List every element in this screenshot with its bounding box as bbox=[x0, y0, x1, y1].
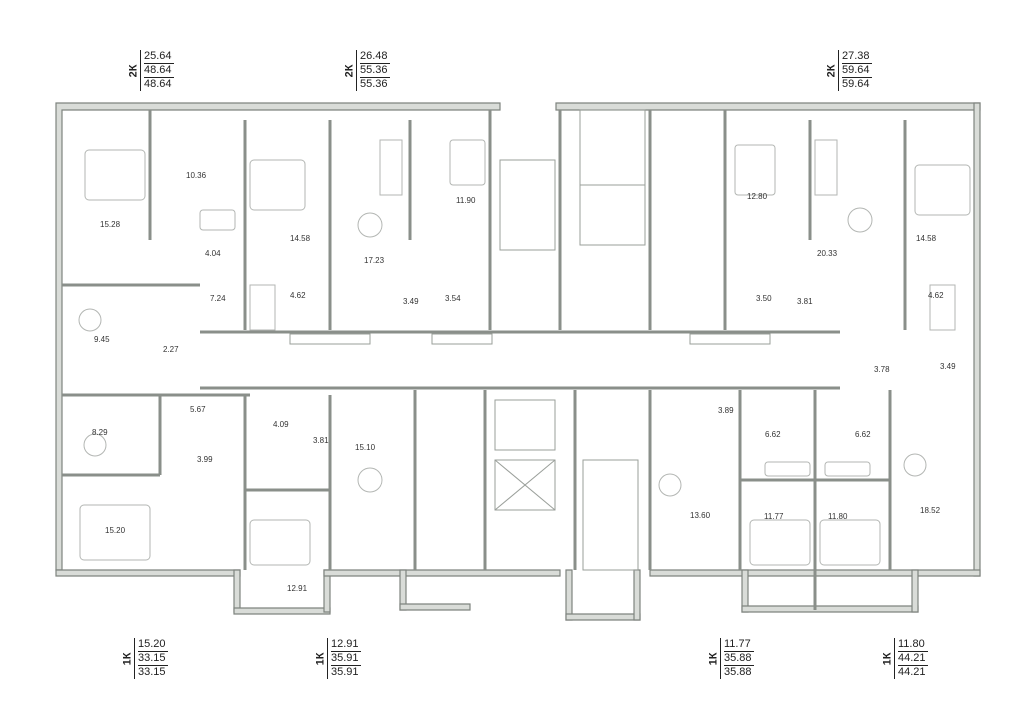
living-area: 27.38 bbox=[842, 50, 872, 64]
room-area: 11.80 bbox=[828, 512, 848, 521]
living-area: 25.64 bbox=[144, 50, 174, 64]
total-area-with-balcony: 59.64 bbox=[842, 78, 870, 90]
apartment-badge: 2К 26.48 55.36 55.36 bbox=[342, 50, 390, 91]
apartment-badge: 2К 27.38 59.64 59.64 bbox=[824, 50, 872, 91]
room-area: 3.89 bbox=[718, 406, 734, 415]
total-area-with-balcony: 44.21 bbox=[898, 666, 926, 678]
room-area: 4.04 bbox=[205, 249, 221, 258]
living-area: 12.91 bbox=[331, 638, 361, 652]
total-area: 35.88 bbox=[724, 652, 754, 666]
apartment-areas: 11.80 44.21 44.21 bbox=[895, 638, 928, 679]
room-area: 6.62 bbox=[855, 430, 871, 439]
apartment-badge: 1К 12.91 35.91 35.91 bbox=[313, 638, 361, 679]
apartment-areas: 25.64 48.64 48.64 bbox=[141, 50, 174, 91]
total-area-with-balcony: 35.88 bbox=[724, 666, 752, 678]
total-area-with-balcony: 33.15 bbox=[138, 666, 166, 678]
corridor-walls bbox=[200, 330, 840, 390]
apartment-areas: 12.91 35.91 35.91 bbox=[328, 638, 361, 679]
apartment-type: 1К bbox=[706, 638, 721, 679]
room-area: 3.49 bbox=[940, 362, 956, 371]
total-area-with-balcony: 35.91 bbox=[331, 666, 359, 678]
living-area: 26.48 bbox=[360, 50, 390, 64]
furniture bbox=[78, 139, 971, 566]
apartment-type: 2К bbox=[126, 50, 141, 91]
room-area: 13.60 bbox=[690, 511, 711, 520]
room-area: 3.81 bbox=[313, 436, 329, 445]
room-area: 3.54 bbox=[445, 294, 461, 303]
total-area: 55.36 bbox=[360, 64, 390, 78]
room-area: 5.67 bbox=[190, 405, 206, 414]
room-area: 9.45 bbox=[94, 335, 110, 344]
apartment-type: 2К bbox=[342, 50, 357, 91]
room-area: 12.80 bbox=[747, 192, 768, 201]
room-area: 11.77 bbox=[764, 512, 784, 521]
apartment-type: 1К bbox=[313, 638, 328, 679]
room-area: 4.09 bbox=[273, 420, 289, 429]
apartment-type: 2К bbox=[824, 50, 839, 91]
apartment-type: 1К bbox=[120, 638, 135, 679]
building-outline bbox=[55, 102, 981, 621]
total-area-with-balcony: 48.64 bbox=[144, 78, 172, 90]
apartment-type: 1К bbox=[880, 638, 895, 679]
room-area: 2.27 bbox=[163, 345, 179, 354]
total-area: 48.64 bbox=[144, 64, 174, 78]
room-area: 14.58 bbox=[916, 234, 937, 243]
room-area: 18.52 bbox=[920, 506, 941, 515]
room-area: 3.99 bbox=[197, 455, 213, 464]
room-area: 6.62 bbox=[765, 430, 781, 439]
room-area: 3.50 bbox=[756, 294, 772, 303]
living-area: 11.80 bbox=[898, 638, 928, 652]
room-area: 3.49 bbox=[403, 297, 419, 306]
apartment-badge: 2К 25.64 48.64 48.64 bbox=[126, 50, 174, 91]
room-area: 15.10 bbox=[355, 443, 376, 452]
total-area: 44.21 bbox=[898, 652, 928, 666]
total-area: 35.91 bbox=[331, 652, 361, 666]
apartment-badge: 1К 15.20 33.15 33.15 bbox=[120, 638, 168, 679]
room-area-labels: 10.36 15.28 4.04 14.58 4.62 17.23 11.90 … bbox=[92, 171, 956, 593]
room-area: 8.29 bbox=[92, 428, 108, 437]
room-area: 15.28 bbox=[100, 220, 121, 229]
apartment-areas: 15.20 33.15 33.15 bbox=[135, 638, 168, 679]
apartment-badge: 1К 11.80 44.21 44.21 bbox=[880, 638, 928, 679]
apartment-badge: 1К 11.77 35.88 35.88 bbox=[706, 638, 754, 679]
room-area: 10.36 bbox=[186, 171, 207, 180]
living-area: 15.20 bbox=[138, 638, 168, 652]
total-area: 59.64 bbox=[842, 64, 872, 78]
room-area: 7.24 bbox=[210, 294, 226, 303]
apartment-areas: 11.77 35.88 35.88 bbox=[721, 638, 754, 679]
total-area-with-balcony: 55.36 bbox=[360, 78, 388, 90]
living-area: 11.77 bbox=[724, 638, 754, 652]
room-area: 12.91 bbox=[287, 584, 308, 593]
room-area: 14.58 bbox=[290, 234, 311, 243]
interior-walls bbox=[62, 109, 907, 610]
room-area: 3.81 bbox=[797, 297, 813, 306]
room-area: 4.62 bbox=[928, 291, 944, 300]
apartment-areas: 27.38 59.64 59.64 bbox=[839, 50, 872, 91]
room-area: 17.23 bbox=[364, 256, 385, 265]
room-area: 11.90 bbox=[456, 196, 476, 205]
apartment-areas: 26.48 55.36 55.36 bbox=[357, 50, 390, 91]
room-area: 3.78 bbox=[874, 365, 890, 374]
total-area: 33.15 bbox=[138, 652, 168, 666]
room-area: 15.20 bbox=[105, 526, 126, 535]
room-area: 20.33 bbox=[817, 249, 838, 258]
room-area: 4.62 bbox=[290, 291, 306, 300]
